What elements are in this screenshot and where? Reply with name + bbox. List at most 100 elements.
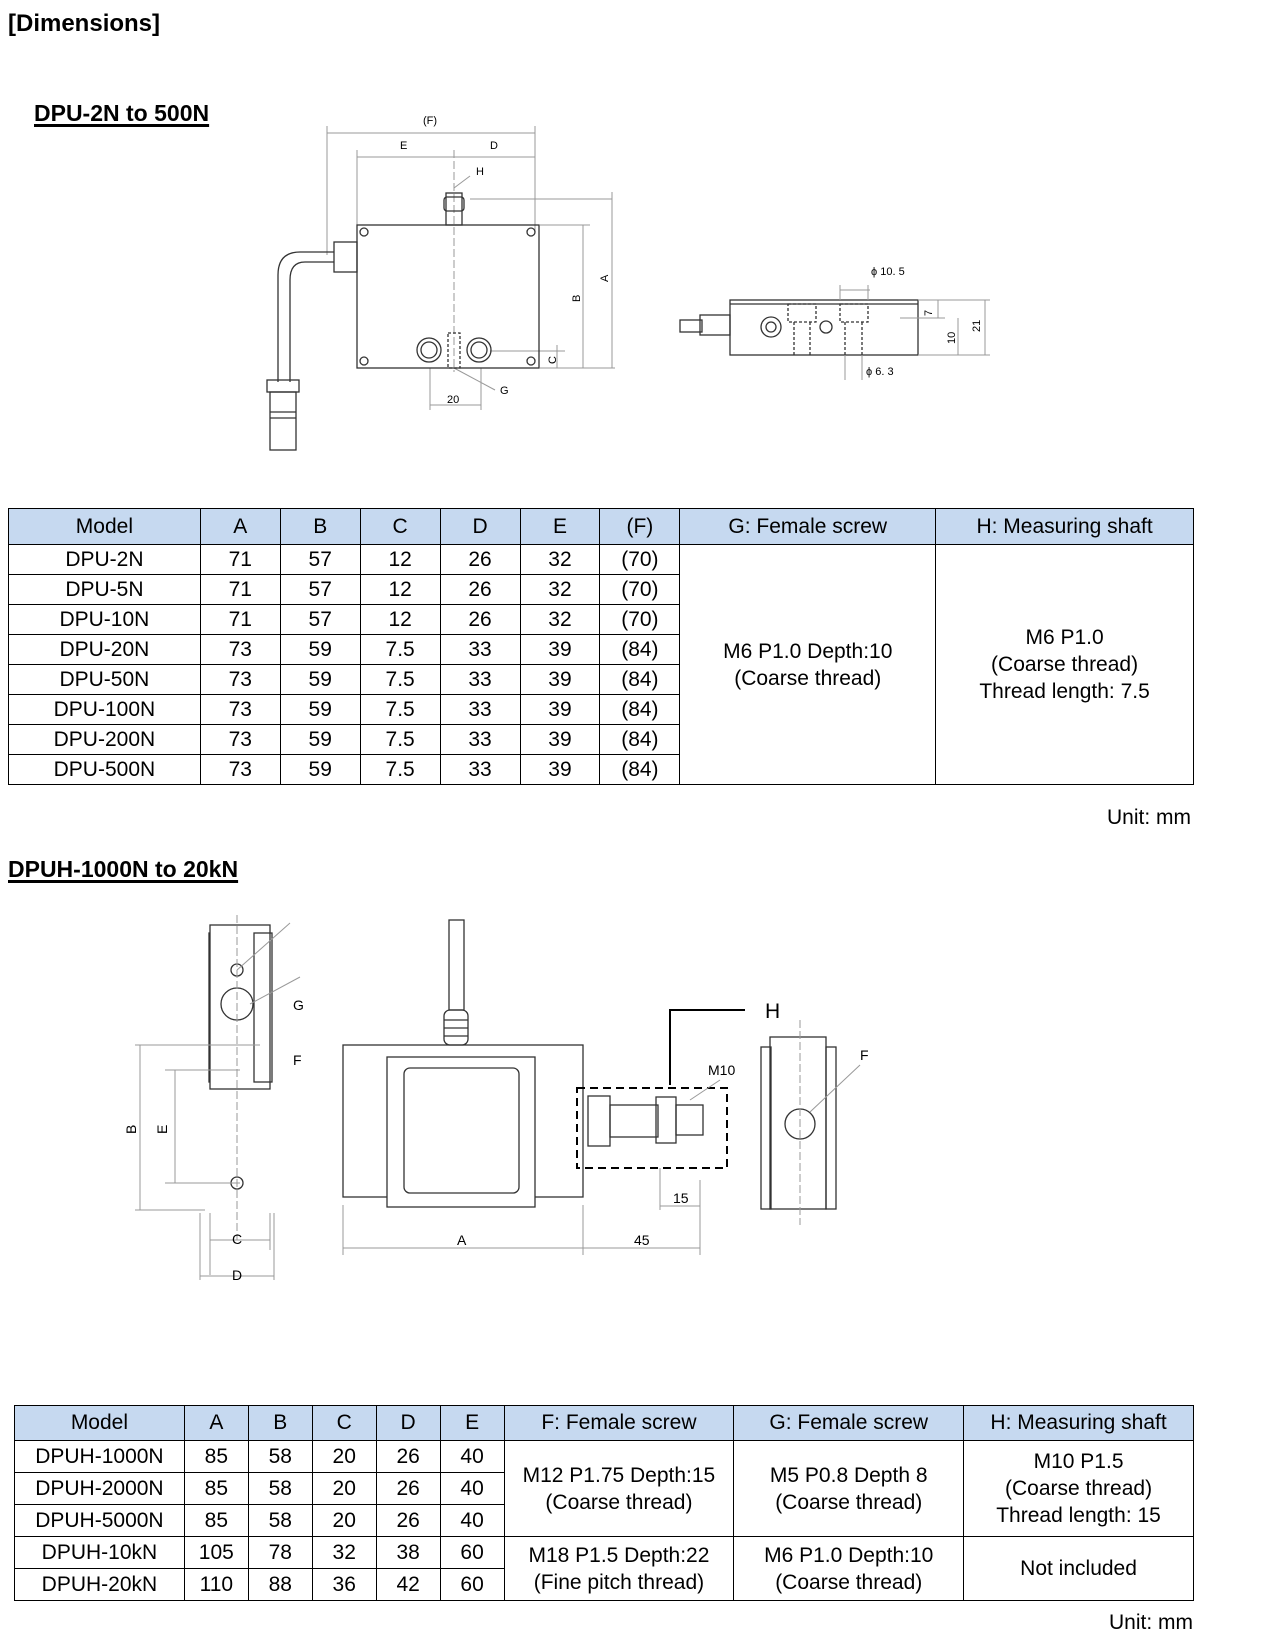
header-g: G: Female screw <box>679 508 937 545</box>
value-cell: (84) <box>599 724 681 755</box>
f-female-screw-cell: M18 P1.5 Depth:22 (Fine pitch thread) <box>503 1536 735 1601</box>
h-measuring-shaft-cell-line: Thread length: 7.5 <box>979 680 1150 703</box>
value-cell: 40 <box>439 1440 505 1473</box>
value-cell: 73 <box>199 694 281 725</box>
f-female-screw-cell: M12 P1.75 Depth:15 (Coarse thread) <box>503 1440 735 1537</box>
unit-label: Unit: mm <box>1107 806 1191 829</box>
g-female-screw-cell: M6 P1.0 Depth:10 (Coarse thread) <box>679 544 937 785</box>
f-female-screw-cell-line: M18 P1.5 Depth:22 <box>528 1543 710 1567</box>
value-cell: 7.5 <box>359 694 441 725</box>
g-female-screw-cell-line: (Coarse thread) <box>775 1490 923 1514</box>
header-e: E <box>439 1405 505 1441</box>
value-cell: 39 <box>519 634 601 665</box>
table-header-row: Model A B C D E F: Female screw G: Femal… <box>14 1405 1194 1441</box>
value-cell: (70) <box>599 604 681 635</box>
model-cell: DPU-50N <box>8 664 201 695</box>
model-cell: DPUH-5000N <box>14 1504 185 1537</box>
g-female-screw-cell-line: M5 P0.8 Depth 8 <box>769 1463 928 1487</box>
model-cell: DPU-20N <box>8 634 201 665</box>
value-cell: 32 <box>519 604 601 635</box>
header-b: B <box>247 1405 313 1441</box>
header-c: C <box>359 508 441 545</box>
label-E: E <box>400 140 407 152</box>
header-a: A <box>199 508 281 545</box>
value-cell: 7.5 <box>359 754 441 785</box>
value-cell: 39 <box>519 664 601 695</box>
label-A: A <box>599 274 611 282</box>
value-cell: 7.5 <box>359 664 441 695</box>
model-cell: DPU-2N <box>8 544 201 575</box>
label-B: B <box>123 1125 139 1134</box>
dpu-dimension-drawing: (F) E D H G 20 A B C ϕ 10. 5 ϕ 6. 3 7 10… <box>266 115 990 451</box>
label-B: B <box>571 295 583 302</box>
dpuh-dimension-drawing: G F B E C D A 45 15 M10 F H <box>123 915 869 1283</box>
model-cell: DPUH-20kN <box>14 1568 185 1601</box>
label-15: 15 <box>673 1190 689 1206</box>
model-cell: DPUH-1000N <box>14 1440 185 1473</box>
f-female-screw-cell-line: (Coarse thread) <box>545 1490 693 1514</box>
label-7: 7 <box>923 310 935 316</box>
h-measuring-shaft-cell-line: M6 P1.0 <box>1025 626 1104 649</box>
value-cell: 7.5 <box>359 724 441 755</box>
h-measuring-shaft-cell-line: Not included <box>1020 1557 1137 1580</box>
header-a: A <box>183 1405 249 1441</box>
value-cell: 71 <box>199 604 281 635</box>
f-female-screw-cell-line: (Fine pitch thread) <box>533 1570 705 1594</box>
value-cell: 59 <box>279 634 361 665</box>
g-female-screw-cell-line: (Coarse thread) <box>734 666 882 690</box>
value-cell: (84) <box>599 634 681 665</box>
label-F: (F) <box>423 115 437 127</box>
value-cell: 110 <box>183 1568 249 1601</box>
value-cell: 105 <box>183 1536 249 1569</box>
header-c: C <box>311 1405 377 1441</box>
value-cell: (84) <box>599 754 681 785</box>
header-model: Model <box>8 508 201 545</box>
label-phi-6-3: ϕ 6. 3 <box>866 366 894 378</box>
model-cell: DPU-10N <box>8 604 201 635</box>
value-cell: 71 <box>199 574 281 605</box>
value-cell: 33 <box>439 724 521 755</box>
value-cell: 59 <box>279 724 361 755</box>
value-cell: 60 <box>439 1568 505 1601</box>
value-cell: (84) <box>599 664 681 695</box>
unit-label: Unit: mm <box>1109 1611 1193 1634</box>
value-cell: (70) <box>599 544 681 575</box>
f-female-screw-cell-line: M12 P1.75 Depth:15 <box>522 1463 716 1487</box>
label-45: 45 <box>634 1232 650 1248</box>
label-M10: M10 <box>708 1062 735 1078</box>
value-cell: 73 <box>199 754 281 785</box>
value-cell: 33 <box>439 664 521 695</box>
section-title-dpu: DPU-2N to 500N <box>34 100 210 126</box>
model-cell: DPU-500N <box>8 754 201 785</box>
value-cell: 58 <box>247 1504 313 1537</box>
g-female-screw-cell-line: M6 P1.0 Depth:10 <box>764 1543 934 1567</box>
dpuh-dimension-table: Model A B C D E F: Female screw G: Femal… <box>14 1405 1194 1601</box>
side-view-outline <box>729 299 919 356</box>
g-female-screw-cell: M5 P0.8 Depth 8 (Coarse thread) <box>733 1440 965 1537</box>
h-measuring-shaft-cell-line: (Coarse thread) <box>1005 1477 1153 1500</box>
value-cell: 20 <box>311 1472 377 1505</box>
label-C: C <box>547 356 559 364</box>
value-cell: (84) <box>599 694 681 725</box>
header-e: E <box>519 508 601 545</box>
value-cell: 32 <box>519 544 601 575</box>
value-cell: 20 <box>311 1440 377 1473</box>
header-b: B <box>279 508 361 545</box>
value-cell: 57 <box>279 574 361 605</box>
header-h: H: Measuring shaft <box>935 508 1194 545</box>
value-cell: 85 <box>183 1504 249 1537</box>
label-A: A <box>457 1232 467 1248</box>
value-cell: 12 <box>359 574 441 605</box>
value-cell: 33 <box>439 754 521 785</box>
value-cell: 39 <box>519 694 601 725</box>
model-cell: DPUH-2000N <box>14 1472 185 1505</box>
header-h: H: Measuring shaft <box>963 1405 1194 1441</box>
h-measuring-shaft-cell: M6 P1.0(Coarse thread)Thread length: 7.5 <box>935 544 1194 785</box>
value-cell: 40 <box>439 1472 505 1505</box>
g-female-screw-cell-line: M6 P1.0 Depth:10 <box>723 639 893 663</box>
model-cell: DPU-100N <box>8 694 201 725</box>
